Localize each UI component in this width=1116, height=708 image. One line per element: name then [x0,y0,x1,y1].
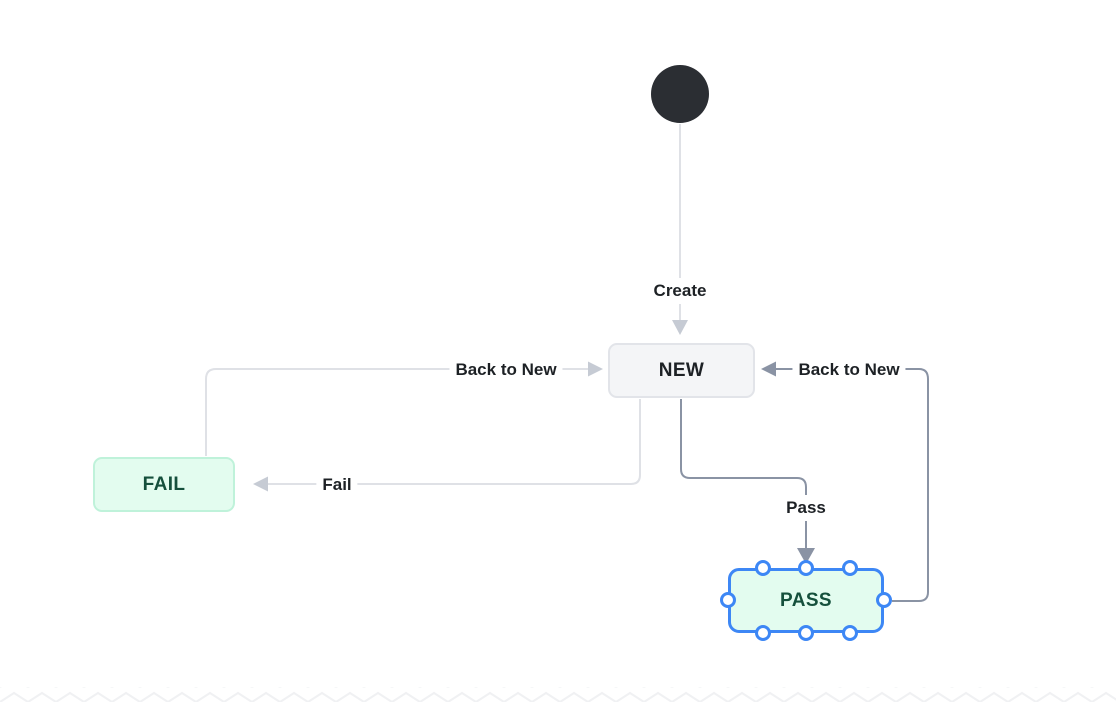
selection-handle-bottom-right[interactable] [842,625,858,641]
status-node-fail[interactable]: FAIL [93,457,235,512]
transition-label-back-to-new-left[interactable]: Back to New [449,357,563,383]
transition-label-fail[interactable]: Fail [316,472,358,498]
selection-handle-middle-left[interactable] [720,592,736,608]
transition-line-fail[interactable] [268,399,641,485]
transition-label-pass[interactable]: Pass [780,495,832,521]
canvas-edge-pattern [0,687,1116,702]
transition-line-pass[interactable] [680,399,807,548]
arrowhead-pass [797,548,815,564]
initial-node-circle[interactable] [651,65,709,123]
status-node-new[interactable]: NEW [608,343,755,398]
selection-handle-bottom-left[interactable] [755,625,771,641]
selection-handle-middle-right[interactable] [876,592,892,608]
arrowhead-back-to-new-left [588,361,603,377]
transition-label-create[interactable]: Create [647,278,713,304]
transition-line-back-to-new-right[interactable] [776,368,929,602]
arrowhead-create [672,320,688,335]
transition-label-back-to-new-right[interactable]: Back to New [792,357,906,383]
status-node-fail-label: FAIL [142,473,186,495]
status-node-pass-label: PASS [780,589,832,611]
selection-handle-bottom-center[interactable] [798,625,814,641]
selection-handle-top-right[interactable] [842,560,858,576]
transition-line-back-to-new-left[interactable] [205,368,588,456]
selection-handle-top-left[interactable] [755,560,771,576]
selection-handle-top-center[interactable] [798,560,814,576]
arrowhead-back-to-new-right [761,361,776,377]
status-node-pass-selected[interactable]: PASS [728,568,884,633]
status-node-new-label: NEW [658,359,705,381]
arrowhead-fail [253,476,268,492]
